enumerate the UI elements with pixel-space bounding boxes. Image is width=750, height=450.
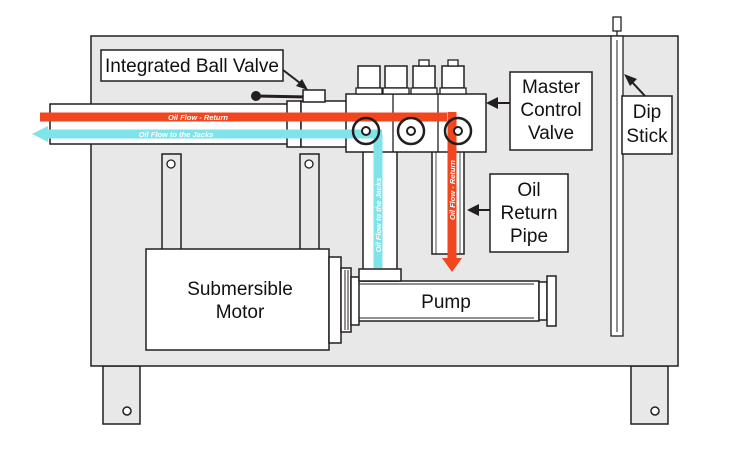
dip-stick-label-line2: Stick (626, 126, 668, 147)
motor-body (145, 248, 330, 351)
callout-dip-stick: Dip Stick (621, 74, 673, 155)
submersible-motor: Submersible Motor (145, 248, 352, 351)
dip-stick-cap (612, 16, 622, 32)
master-valve-label-box (509, 71, 593, 151)
master-valve-label-line2: Control (520, 100, 581, 121)
motor-label-line2: Motor (216, 302, 265, 323)
jacks-flow-label-v: Oil Flow to the Jacks (374, 178, 383, 253)
jacks-flow: Oil Flow to the Jacks Oil Flow to the Ja… (32, 126, 383, 268)
pump-end-right (538, 281, 548, 321)
right-foot (630, 365, 669, 425)
valve-ports (351, 116, 473, 146)
pump-end-left (350, 276, 360, 326)
motor-label-line1: Submersible (187, 279, 293, 300)
return-flow-arrowhead (442, 258, 462, 272)
dip-stick-label-box (621, 95, 673, 155)
manifold-pipe (49, 100, 351, 148)
oil-return-label-line1: Oil (517, 180, 540, 201)
master-valve-label-line1: Master (522, 77, 581, 98)
motor-coupling (340, 267, 352, 333)
callout-ball-valve: Integrated Ball Valve (100, 49, 308, 90)
solenoid-3 (412, 65, 436, 89)
left-foot (102, 365, 141, 425)
valve-stem (302, 89, 326, 103)
right-foot-bolt (650, 406, 660, 416)
return-flow: Oil Flow - Return Oil Flow - Return (40, 112, 462, 272)
jacks-flow-label-h: Oil Flow to the Jacks (139, 130, 214, 139)
dip-stick-label-line1: Dip (633, 102, 662, 123)
callout-oil-return-pipe: Oil Return Pipe (467, 173, 569, 253)
pump-end-cap (546, 275, 557, 327)
pipe-fitting (286, 100, 302, 148)
return-flow-label-v: Oil Flow - Return (448, 160, 457, 220)
master-valve-label-line3: Valve (528, 123, 574, 144)
oil-return-label-line3: Pipe (510, 226, 548, 247)
tank-feet (102, 365, 669, 425)
jacks-flow-arrowhead (32, 126, 48, 142)
solenoid-2 (384, 65, 408, 89)
oil-return-label-line2: Return (500, 203, 557, 224)
ball-valve-handle (251, 89, 326, 103)
oil-return-label-box (489, 173, 569, 253)
pump: Pump (350, 275, 557, 327)
dip-stick (610, 16, 624, 337)
port-right (443, 116, 473, 146)
motor-flange (328, 256, 342, 344)
pump-body (352, 280, 540, 322)
return-flow-label-h: Oil Flow - Return (168, 113, 228, 122)
callout-master-valve: Master Control Valve (486, 71, 593, 151)
left-foot-bolt (122, 406, 132, 416)
port-left (351, 116, 381, 146)
pump-label: Pump (421, 292, 471, 313)
ball-valve-label-box (100, 49, 284, 82)
solenoid-1 (357, 65, 381, 89)
supply-pipe-collar (358, 268, 402, 282)
solenoid-4 (441, 65, 465, 89)
ball-valve-label: Integrated Ball Valve (105, 56, 279, 77)
